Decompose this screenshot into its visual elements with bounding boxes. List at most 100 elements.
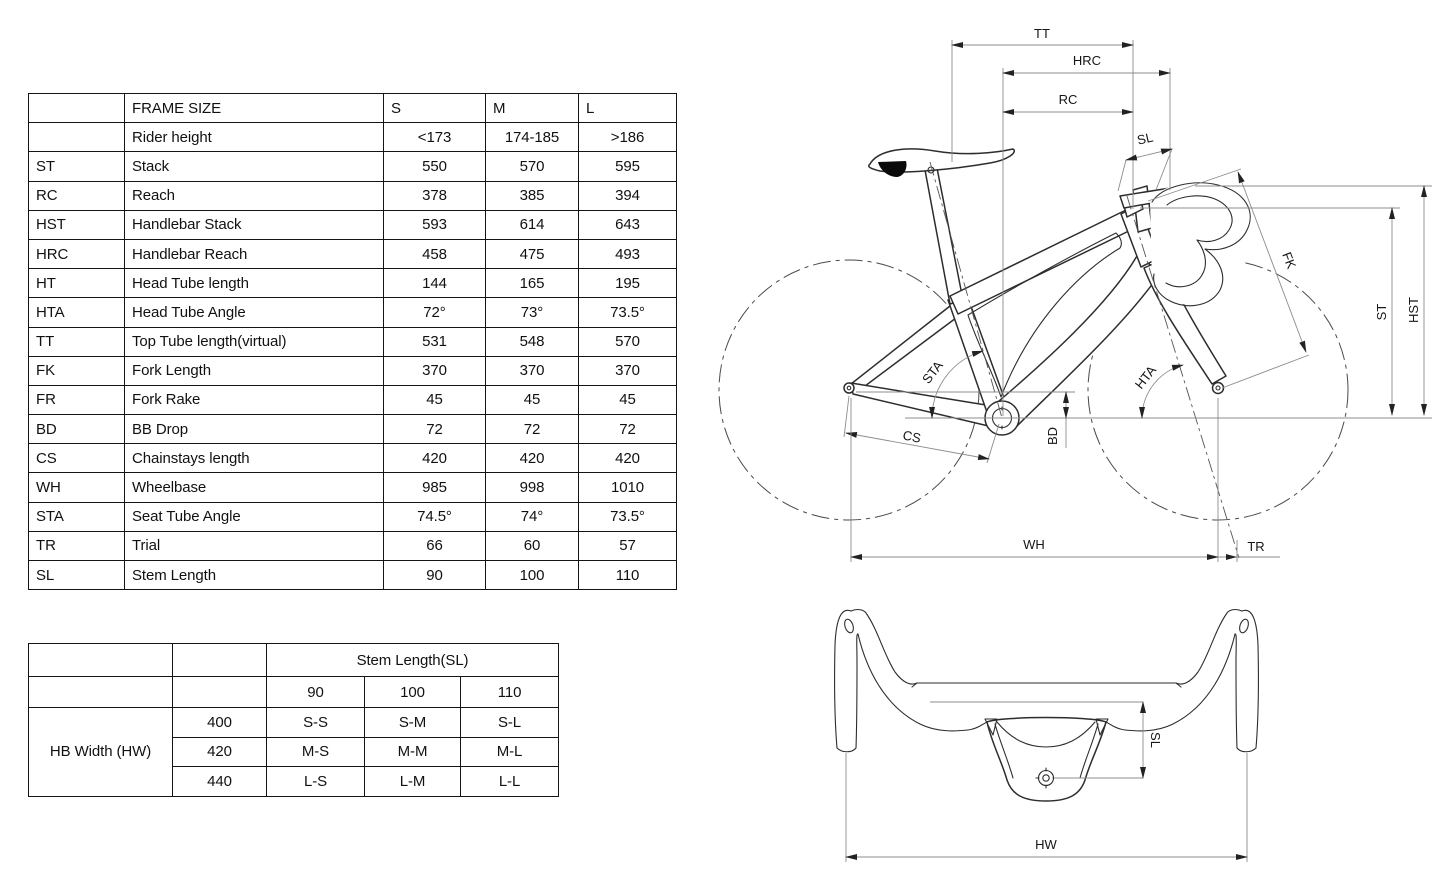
seat-stay xyxy=(850,305,965,393)
row-value-l: >186 xyxy=(578,122,677,153)
row-name-cell: Fork Rake xyxy=(124,384,384,416)
row-id-cell: HST xyxy=(28,209,125,240)
row-value-s: 550 xyxy=(383,151,486,182)
row-value-s: 90 xyxy=(383,559,486,591)
header-size-m: M xyxy=(485,92,579,124)
row-name-cell: Rider height xyxy=(124,122,384,153)
dim-tt: TT xyxy=(951,26,1134,209)
handlebar-side xyxy=(1150,182,1253,307)
row-value-l: 370 xyxy=(578,355,677,386)
stem-length-hb-width-table: Stem Length(SL) 90 100 110 HB Width (HW)… xyxy=(28,643,560,797)
row-id-cell: BD xyxy=(28,414,125,445)
front-axle xyxy=(1215,385,1221,391)
row-name-cell: BB Drop xyxy=(124,414,384,445)
row-value-s: 985 xyxy=(383,472,486,503)
row-name-cell: Top Tube length(virtual) xyxy=(124,326,384,357)
handlebar-front-view: SL HW xyxy=(834,608,1259,862)
dim-label-bd: BD xyxy=(1045,427,1060,445)
table-row: HB Width (HW) 400 S-S S-M S-L xyxy=(28,707,560,797)
row-value-l: 73.5° xyxy=(578,501,677,532)
row-name-cell: Stack xyxy=(124,151,384,182)
dim-label-rc: RC xyxy=(1059,92,1078,107)
combo-cell: M-L xyxy=(459,736,560,767)
bike-side-view: TT HRC RC SL FK ST xyxy=(718,26,1432,562)
row-name-cell: Head Tube length xyxy=(124,268,384,299)
dim-label-hta: HTA xyxy=(1132,362,1159,391)
row-name-cell: Seat Tube Angle xyxy=(124,501,384,532)
dim-wh: WH xyxy=(850,398,1219,562)
row-value-l: 570 xyxy=(578,326,677,357)
handlebar-right-half xyxy=(1105,608,1259,753)
rear-axle xyxy=(846,385,852,391)
row-id-cell: SL xyxy=(28,559,125,591)
row-value-s: 72 xyxy=(383,414,486,445)
row-value-m: 74° xyxy=(485,501,579,532)
row-value-m: 370 xyxy=(485,355,579,386)
dim-label-fk: FK xyxy=(1279,250,1299,271)
row-value-l: 195 xyxy=(578,268,677,299)
combo-cell: L-M xyxy=(364,766,461,797)
stem-front xyxy=(984,716,1109,802)
header-frame-size: FRAME SIZE xyxy=(124,92,384,124)
dim-label-sl-front: SL xyxy=(1148,732,1163,748)
dim-sl-front: SL xyxy=(930,701,1163,779)
dim-label-tt: TT xyxy=(1034,26,1050,41)
table-header-row: FRAME SIZE S M L xyxy=(28,92,677,124)
steering-axis xyxy=(1126,195,1240,559)
combo-cell: S-S xyxy=(266,707,365,738)
dim-label-hst: HST xyxy=(1406,297,1421,323)
combo-cell: L-S xyxy=(266,766,365,797)
bike-frame xyxy=(843,148,1253,436)
chain-stay xyxy=(850,382,998,429)
row-value-m: 385 xyxy=(485,180,579,211)
front-triangle-inner-edge xyxy=(967,232,1122,398)
row-value-m: 570 xyxy=(485,151,579,182)
dim-label-hrc: HRC xyxy=(1073,53,1101,68)
row-id-cell: FK xyxy=(28,355,125,386)
row-name-cell: Reach xyxy=(124,180,384,211)
rear-dropout xyxy=(843,382,855,394)
dim-sl-side: SL xyxy=(1117,130,1173,192)
stem-length-90: 90 xyxy=(266,676,365,708)
combo-cell: M-M xyxy=(364,736,461,767)
row-value-s: 458 xyxy=(383,238,486,270)
table-row: Stem Length(SL) xyxy=(28,643,560,677)
row-name-cell: Stem Length xyxy=(124,559,384,591)
row-value-s: 378 xyxy=(383,180,486,211)
row-value-s: 45 xyxy=(383,384,486,416)
header-size-l: L xyxy=(578,92,677,124)
row-value-m: 475 xyxy=(485,238,579,270)
row-value-l: 110 xyxy=(578,559,677,591)
hb-width-400: 400 xyxy=(172,707,267,738)
row-value-l: 73.5° xyxy=(578,297,677,328)
handlebar-left-half xyxy=(834,608,988,753)
empty-cell xyxy=(28,643,173,677)
dim-label-cs: CS xyxy=(902,427,923,445)
row-id-cell: HTA xyxy=(28,297,125,328)
row-name-cell: Trial xyxy=(124,530,384,562)
table-row: 440 L-S L-M L-L xyxy=(29,766,560,797)
saddle xyxy=(868,148,1015,177)
dim-label-sl-side: SL xyxy=(1136,130,1155,148)
dim-label-wh: WH xyxy=(1023,537,1045,552)
row-value-l: 493 xyxy=(578,238,677,270)
row-name-cell: Fork Length xyxy=(124,355,384,386)
dim-hrc: HRC xyxy=(1002,53,1171,416)
row-value-m: 998 xyxy=(485,472,579,503)
row-value-s: 74.5° xyxy=(383,501,486,532)
seatpost xyxy=(924,167,964,305)
dim-st: ST xyxy=(1140,207,1400,416)
row-id-cell: CS xyxy=(28,443,125,474)
row-id-cell: TT xyxy=(28,326,125,357)
row-id-cell: ST xyxy=(28,151,125,182)
hb-width-header-cell: HB Width (HW) xyxy=(28,707,173,797)
